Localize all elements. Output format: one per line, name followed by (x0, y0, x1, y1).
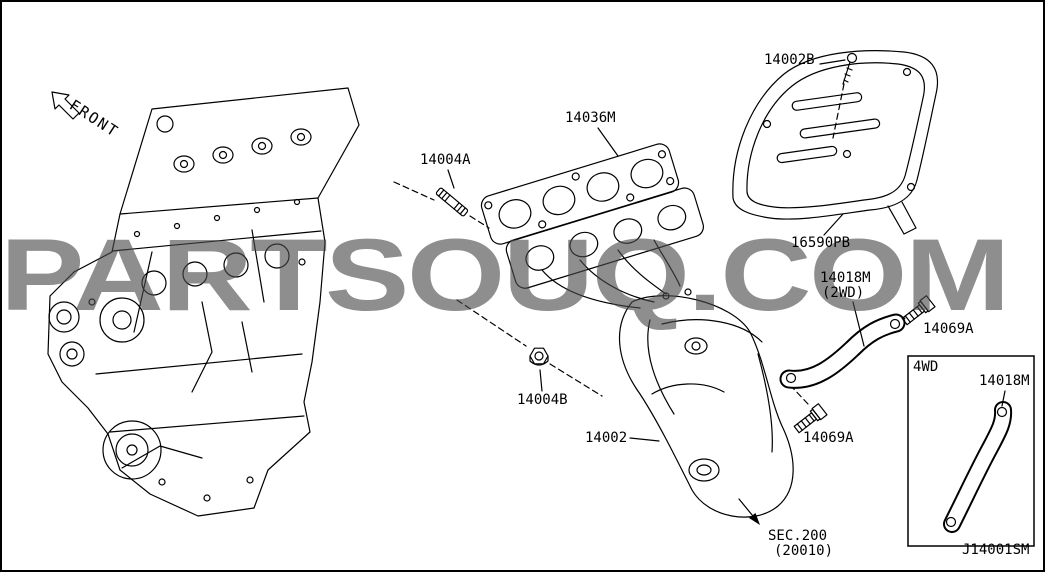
callout-16590PB[interactable]: 16590PB (791, 235, 851, 251)
gasket-drawing (480, 143, 680, 245)
callout-14036M[interactable]: 14036M (565, 110, 616, 126)
diagram-code: J14001SM (962, 542, 1030, 558)
bolt-14002b-drawing (842, 52, 858, 85)
inset-4wd-title: 4WD (913, 359, 939, 375)
nut-14004b-drawing (529, 347, 549, 366)
bolt-14069a-lower-drawing (793, 403, 828, 434)
section-reference-line2: (20010) (774, 543, 834, 559)
bolt-14069a-upper-drawing (901, 295, 936, 326)
inset-4wd-box (907, 355, 1035, 547)
front-arrow-icon (51, 91, 80, 120)
callout-14002[interactable]: 14002 (585, 430, 628, 446)
leader-lines (447, 59, 1006, 442)
heat-shield-drawing (732, 50, 938, 235)
callout-14018M-2wd-note: (2WD) (822, 285, 865, 301)
sec-arrow (738, 498, 760, 525)
manifold-drawing (505, 187, 794, 518)
section-reference-line1: SEC.200 (768, 528, 828, 544)
callout-14004A[interactable]: 14004A (420, 152, 471, 168)
bracket-4wd-drawing (943, 401, 1013, 533)
callout-14069A-lower[interactable]: 14069A (803, 430, 854, 446)
callout-14018M-4wd[interactable]: 14018M (979, 373, 1030, 389)
callout-14002B[interactable]: 14002B (764, 52, 815, 68)
callout-14018M-2wd[interactable]: 14018M (820, 270, 871, 286)
bracket-2wd-drawing (779, 313, 906, 389)
callout-14069A-upper[interactable]: 14069A (923, 321, 974, 337)
engine-drawing (47, 87, 360, 517)
assembly-dashed-lines (393, 83, 906, 405)
stud-14004a-drawing (435, 187, 469, 217)
callout-14004B[interactable]: 14004B (517, 392, 568, 408)
